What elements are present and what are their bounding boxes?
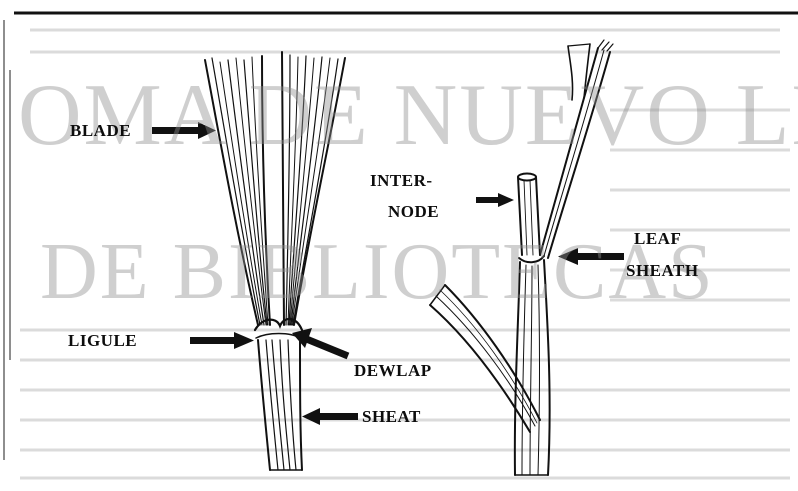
label-sheat: SHEAT (362, 408, 421, 425)
label-inter: INTER- (370, 172, 433, 189)
watermark-line-1: OMA DE NUEVO LEÓN (18, 72, 798, 160)
arrow-ligule (190, 332, 254, 349)
arrow-internode (476, 193, 514, 207)
label-blade: BLADE (70, 122, 131, 139)
label-sheath: SHEATH (626, 262, 699, 279)
arrow-sheat (302, 408, 358, 425)
label-leaf: LEAF (634, 230, 681, 247)
label-node: NODE (388, 203, 439, 220)
label-ligule: LIGULE (68, 332, 137, 349)
label-dewlap: DEWLAP (354, 362, 432, 379)
left-edge-scan-fragments (4, 20, 10, 460)
watermark-line-2: DE BIBLIOTECAS (40, 232, 715, 312)
